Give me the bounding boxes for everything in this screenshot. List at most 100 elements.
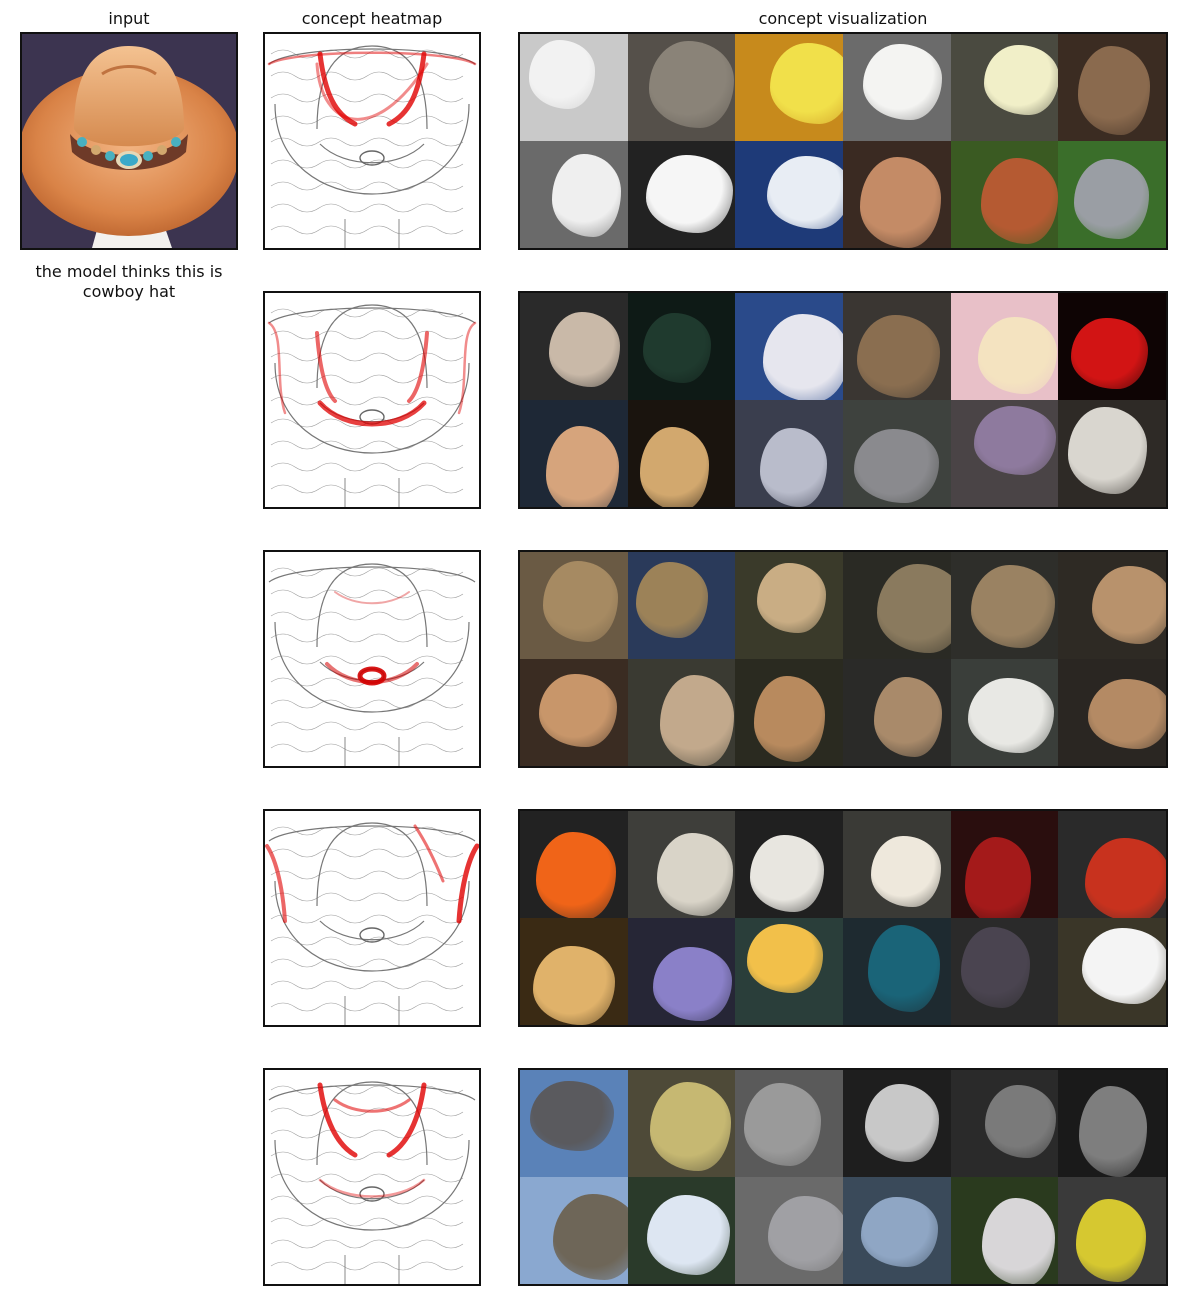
concept-example-image bbox=[1058, 811, 1166, 918]
concept-patch-highlight bbox=[532, 945, 615, 1025]
concept-example-image bbox=[735, 141, 843, 248]
concept-patch-highlight bbox=[656, 833, 734, 916]
heatmap-drawing bbox=[265, 34, 479, 248]
concept-example-image bbox=[842, 1177, 951, 1284]
concept-patch-highlight bbox=[1071, 317, 1148, 390]
concept-patch-highlight bbox=[861, 1197, 938, 1267]
concept-example-image bbox=[950, 1070, 1059, 1177]
concept-patch-highlight bbox=[964, 836, 1032, 918]
concept-patch-highlight bbox=[1088, 679, 1166, 749]
concept-example-image bbox=[950, 141, 1059, 248]
concept-patch-highlight bbox=[1077, 45, 1150, 135]
concept-example-image bbox=[520, 293, 628, 400]
prediction-caption: the model thinks this is cowboy hat bbox=[10, 262, 248, 302]
concept-example-image bbox=[1058, 293, 1166, 400]
concept-example-image bbox=[842, 400, 951, 507]
concept-example-image bbox=[627, 552, 736, 659]
concept-patch-highlight bbox=[967, 678, 1054, 754]
concept-example-image bbox=[842, 293, 951, 400]
concept-example-image bbox=[1058, 552, 1166, 659]
concept-patch-highlight bbox=[642, 313, 711, 383]
concept-patch-highlight bbox=[653, 946, 733, 1021]
concept-heatmap bbox=[263, 809, 481, 1027]
concept-example-image bbox=[735, 34, 843, 141]
concept-example-image bbox=[627, 293, 736, 400]
concept-patch-highlight bbox=[753, 676, 825, 762]
concept-patch-highlight bbox=[763, 314, 843, 400]
concept-example-image bbox=[1058, 1070, 1166, 1177]
concept-patch-highlight bbox=[743, 1082, 822, 1167]
concept-patch-highlight bbox=[549, 312, 621, 388]
concept-patch-highlight bbox=[659, 675, 735, 766]
concept-example-image bbox=[842, 1070, 951, 1177]
concept-example-image bbox=[627, 141, 736, 248]
heatmap-drawing bbox=[265, 552, 479, 766]
concept-patch-highlight bbox=[863, 43, 943, 120]
concept-patch-highlight bbox=[542, 560, 618, 642]
concept-patch-highlight bbox=[864, 1083, 939, 1163]
concept-patch-highlight bbox=[1085, 837, 1166, 918]
concept-patch-highlight bbox=[528, 40, 596, 109]
concept-visualization-grid bbox=[518, 291, 1168, 509]
concept-heatmap bbox=[263, 550, 481, 768]
concept-example-image bbox=[950, 918, 1059, 1025]
concept-example-image bbox=[735, 293, 843, 400]
concept-example-image bbox=[735, 1177, 843, 1284]
input-image bbox=[20, 32, 238, 250]
concept-patch-highlight bbox=[1068, 407, 1147, 495]
concept-patch-highlight bbox=[984, 44, 1059, 116]
concept-patch-highlight bbox=[1078, 1086, 1147, 1177]
concept-patch-highlight bbox=[985, 1084, 1057, 1158]
concept-patch-highlight bbox=[981, 1198, 1056, 1284]
concept-patch-highlight bbox=[649, 41, 735, 129]
concept-patch-highlight bbox=[1074, 159, 1149, 240]
concept-patch-highlight bbox=[877, 563, 951, 653]
input-column-title: input bbox=[108, 9, 150, 28]
concept-example-image bbox=[735, 659, 843, 766]
concept-patch-highlight bbox=[961, 926, 1031, 1008]
concept-visualization-grid bbox=[518, 1068, 1168, 1286]
concept-example-image bbox=[842, 552, 951, 659]
concept-example-image bbox=[1058, 34, 1166, 141]
concept-patch-highlight bbox=[552, 153, 622, 238]
concept-patch-highlight bbox=[636, 561, 709, 638]
concept-patch-highlight bbox=[980, 158, 1059, 244]
concept-example-image bbox=[627, 1070, 736, 1177]
cowboy-hat-image bbox=[22, 34, 236, 248]
concept-example-image bbox=[735, 918, 843, 1025]
prediction-caption-prefix: the model thinks this is bbox=[35, 262, 223, 281]
concept-patch-highlight bbox=[977, 316, 1058, 394]
concept-visualization-grid bbox=[518, 32, 1168, 250]
concept-patch-highlight bbox=[767, 1196, 843, 1272]
concept-patch-highlight bbox=[874, 677, 943, 758]
concept-patch-highlight bbox=[750, 834, 824, 912]
concept-example-image bbox=[520, 400, 628, 507]
concept-patch-highlight bbox=[769, 42, 843, 124]
concept-example-image bbox=[950, 659, 1059, 766]
concept-patch-highlight bbox=[856, 315, 940, 398]
concept-example-image bbox=[520, 34, 628, 141]
concept-example-image bbox=[1058, 918, 1166, 1025]
concept-example-image bbox=[1058, 659, 1166, 766]
concept-patch-highlight bbox=[536, 832, 616, 918]
concept-patch-highlight bbox=[974, 406, 1057, 475]
concept-example-image bbox=[842, 659, 951, 766]
concept-example-image bbox=[520, 918, 628, 1025]
concept-example-image bbox=[627, 659, 736, 766]
concept-patch-highlight bbox=[853, 428, 939, 503]
concept-heatmap bbox=[263, 1068, 481, 1286]
heatmap-drawing bbox=[265, 1070, 479, 1284]
concept-example-image bbox=[950, 552, 1059, 659]
concept-example-image bbox=[842, 918, 951, 1025]
concept-visualization-grid bbox=[518, 809, 1168, 1027]
concept-example-image bbox=[842, 34, 951, 141]
concept-patch-highlight bbox=[766, 155, 843, 229]
concept-patch-highlight bbox=[529, 1080, 614, 1152]
concept-example-image bbox=[735, 552, 843, 659]
concept-example-image bbox=[1058, 400, 1166, 507]
concept-example-image bbox=[950, 400, 1059, 507]
concept-patch-highlight bbox=[1075, 1199, 1146, 1282]
concept-visualization-grid bbox=[518, 550, 1168, 768]
concept-heatmap bbox=[263, 32, 481, 250]
concept-patch-highlight bbox=[860, 157, 941, 248]
